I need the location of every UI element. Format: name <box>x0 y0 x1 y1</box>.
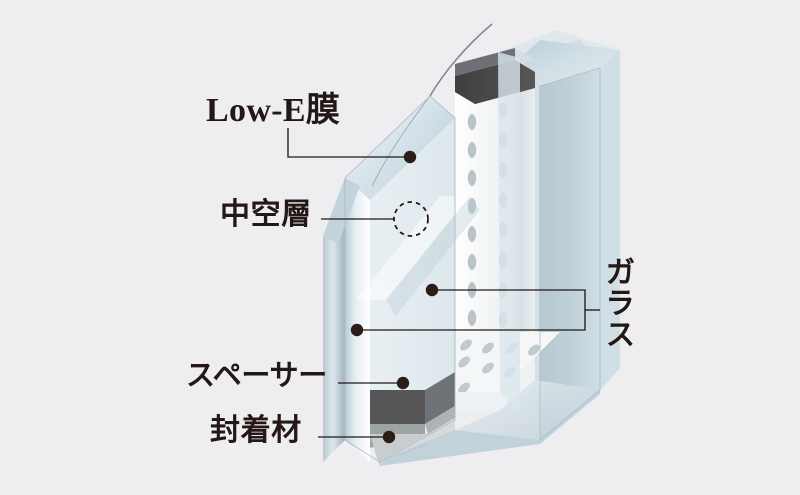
label-glass: ガラス <box>600 256 634 350</box>
marker-glass-outer <box>425 283 439 297</box>
marker-spacer <box>396 376 410 390</box>
glass-reflection-band <box>356 196 480 316</box>
marker-glass-inner <box>350 323 364 337</box>
callout-markers <box>350 150 439 444</box>
inner-glass-pane-left <box>323 178 360 462</box>
bottom-glass-reveal <box>378 380 600 466</box>
low-e-film-curve-lower <box>371 95 431 187</box>
marker-low-e-film <box>403 150 417 164</box>
sealant-bottom <box>370 372 455 462</box>
far-pane-inner-edge <box>498 52 520 415</box>
leader-low-e-film <box>287 128 410 158</box>
leader-lines <box>287 128 600 438</box>
label-sealant: 封着材 <box>210 414 302 447</box>
outer-glass-sheet <box>498 30 620 440</box>
label-spacer: スペーサー <box>186 360 327 392</box>
label-air-cavity: 中空層 <box>220 198 312 231</box>
low-e-film-curve <box>429 23 493 97</box>
marker-sealant <box>382 430 396 444</box>
label-low-e-film: Low-E膜 <box>206 92 341 129</box>
edge-outlines <box>344 67 601 463</box>
marker-air-cavity-dashed-circle <box>393 201 429 237</box>
